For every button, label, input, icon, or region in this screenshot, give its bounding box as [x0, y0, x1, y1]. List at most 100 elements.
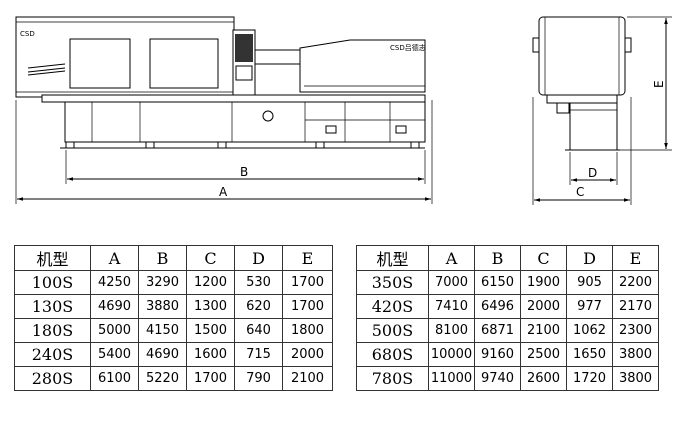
- table-row: 350S 7000 6150 1900 905 2200: [356, 270, 659, 295]
- base-port: [262, 110, 274, 122]
- foot: [217, 141, 227, 149]
- value-cell: 2200: [612, 270, 659, 295]
- model-cell: 420S: [356, 294, 429, 319]
- end-view: E D C: [532, 16, 672, 205]
- value-cell: 9740: [474, 366, 521, 391]
- value-cell: 905: [566, 270, 613, 295]
- value-cell: 3800: [612, 366, 659, 391]
- machine-dimension-drawing: CSD CSD吕德志: [15, 16, 672, 205]
- value-cell: 1700: [186, 366, 235, 391]
- model-cell: 350S: [356, 270, 429, 295]
- value-cell: 2100: [282, 366, 333, 391]
- value-cell: 11000: [428, 366, 475, 391]
- value-cell: 6150: [474, 270, 521, 295]
- table-row: 130S 4690 3880 1300 620 1700: [14, 294, 333, 319]
- value-cell: 1650: [566, 342, 613, 367]
- value-cell: 1720: [566, 366, 613, 391]
- injection-unit-logo: CSD吕德志: [390, 43, 426, 52]
- value-cell: 1900: [520, 270, 567, 295]
- value-cell: 1800: [282, 318, 333, 343]
- foot: [410, 141, 420, 149]
- nozzle-barrel: [254, 49, 301, 65]
- dimension-label-e: E: [652, 80, 666, 88]
- model-cell: 500S: [356, 318, 429, 343]
- base-top-rail: [41, 94, 426, 103]
- model-cell: 100S: [14, 270, 91, 295]
- end-view-base: [569, 102, 618, 151]
- value-cell: 6496: [474, 294, 521, 319]
- machine-logo: CSD: [20, 30, 35, 38]
- value-cell: 1062: [566, 318, 613, 343]
- header-c: C: [520, 245, 567, 271]
- control-panel-screen: [235, 34, 253, 62]
- value-cell: 3290: [138, 270, 187, 295]
- table-row: 280S 6100 5220 1700 790 2100: [14, 366, 333, 391]
- table-row: 180S 5000 4150 1500 640 1800: [14, 318, 333, 343]
- table-header-row: 机型 A B C D E: [14, 245, 333, 271]
- header-e: E: [612, 245, 659, 271]
- value-cell: 1700: [282, 294, 333, 319]
- dimension-label-a: A: [219, 185, 228, 199]
- value-cell: 977: [566, 294, 613, 319]
- value-cell: 1500: [186, 318, 235, 343]
- value-cell: 640: [234, 318, 283, 343]
- value-cell: 1300: [186, 294, 235, 319]
- value-cell: 6100: [90, 366, 139, 391]
- spec-table-left: 机型 A B C D E 100S 4250 3290 1200 530 170…: [14, 245, 333, 391]
- value-cell: 5000: [90, 318, 139, 343]
- value-cell: 2170: [612, 294, 659, 319]
- model-cell: 130S: [14, 294, 91, 319]
- table-header-row: 机型 A B C D E: [356, 245, 659, 271]
- value-cell: 4690: [138, 342, 187, 367]
- injection-unit-housing: [299, 39, 426, 93]
- value-cell: 7410: [428, 294, 475, 319]
- value-cell: 1600: [186, 342, 235, 367]
- clamping-unit-housing: [15, 16, 235, 98]
- table-row: 420S 7410 6496 2000 977 2170: [356, 294, 659, 319]
- table-row: 680S 10000 9160 2500 1650 3800: [356, 342, 659, 367]
- end-view-housing: [538, 16, 626, 96]
- value-cell: 1200: [186, 270, 235, 295]
- value-cell: 530: [234, 270, 283, 295]
- spec-table-right: 机型 A B C D E 350S 7000 6150 1900 905 220…: [356, 245, 659, 391]
- value-cell: 2600: [520, 366, 567, 391]
- value-cell: 5220: [138, 366, 187, 391]
- value-cell: 9160: [474, 342, 521, 367]
- value-cell: 8100: [428, 318, 475, 343]
- value-cell: 10000: [428, 342, 475, 367]
- value-cell: 7000: [428, 270, 475, 295]
- safety-door-left: [69, 38, 131, 89]
- dimension-label-b: B: [240, 165, 248, 179]
- machine-base: [64, 101, 426, 143]
- table-row: 780S 11000 9740 2600 1720 3800: [356, 366, 659, 391]
- model-cell: 780S: [356, 366, 429, 391]
- header-a: A: [428, 245, 475, 271]
- model-cell: 180S: [14, 318, 91, 343]
- value-cell: 2000: [520, 294, 567, 319]
- header-b: B: [474, 245, 521, 271]
- header-model: 机型: [14, 245, 91, 271]
- header-model: 机型: [356, 245, 429, 271]
- foot: [65, 141, 75, 149]
- value-cell: 2500: [520, 342, 567, 367]
- value-cell: 2100: [520, 318, 567, 343]
- value-cell: 2000: [282, 342, 333, 367]
- value-cell: 4250: [90, 270, 139, 295]
- value-cell: 6871: [474, 318, 521, 343]
- table-row: 100S 4250 3290 1200 530 1700: [14, 270, 333, 295]
- value-cell: 3800: [612, 342, 659, 367]
- model-cell: 680S: [356, 342, 429, 367]
- dimension-label-d: D: [588, 166, 597, 180]
- value-cell: 5400: [90, 342, 139, 367]
- value-cell: 790: [234, 366, 283, 391]
- value-cell: 620: [234, 294, 283, 319]
- model-cell: 240S: [14, 342, 91, 367]
- header-d: D: [234, 245, 283, 271]
- table-row: 240S 5400 4690 1600 715 2000: [14, 342, 333, 367]
- model-cell: 280S: [14, 366, 91, 391]
- side-view: CSD CSD吕德志: [15, 16, 433, 204]
- header-c: C: [186, 245, 235, 271]
- foot: [315, 141, 325, 149]
- header-e: E: [282, 245, 333, 271]
- header-a: A: [90, 245, 139, 271]
